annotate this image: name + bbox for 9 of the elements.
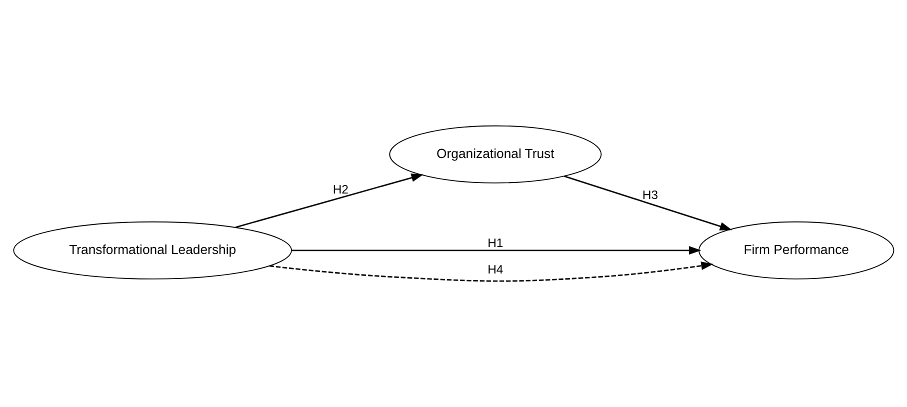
edge-label: H4 — [488, 262, 504, 276]
arrow — [564, 176, 732, 230]
arrow — [235, 174, 424, 228]
arrow — [292, 246, 702, 255]
arrow — [269, 262, 714, 282]
edge-label: H3 — [642, 188, 658, 202]
edge-label: H2 — [332, 182, 348, 196]
node-ellipse: Transformational Leadership — [13, 221, 292, 280]
edge-label: H1 — [488, 236, 504, 250]
